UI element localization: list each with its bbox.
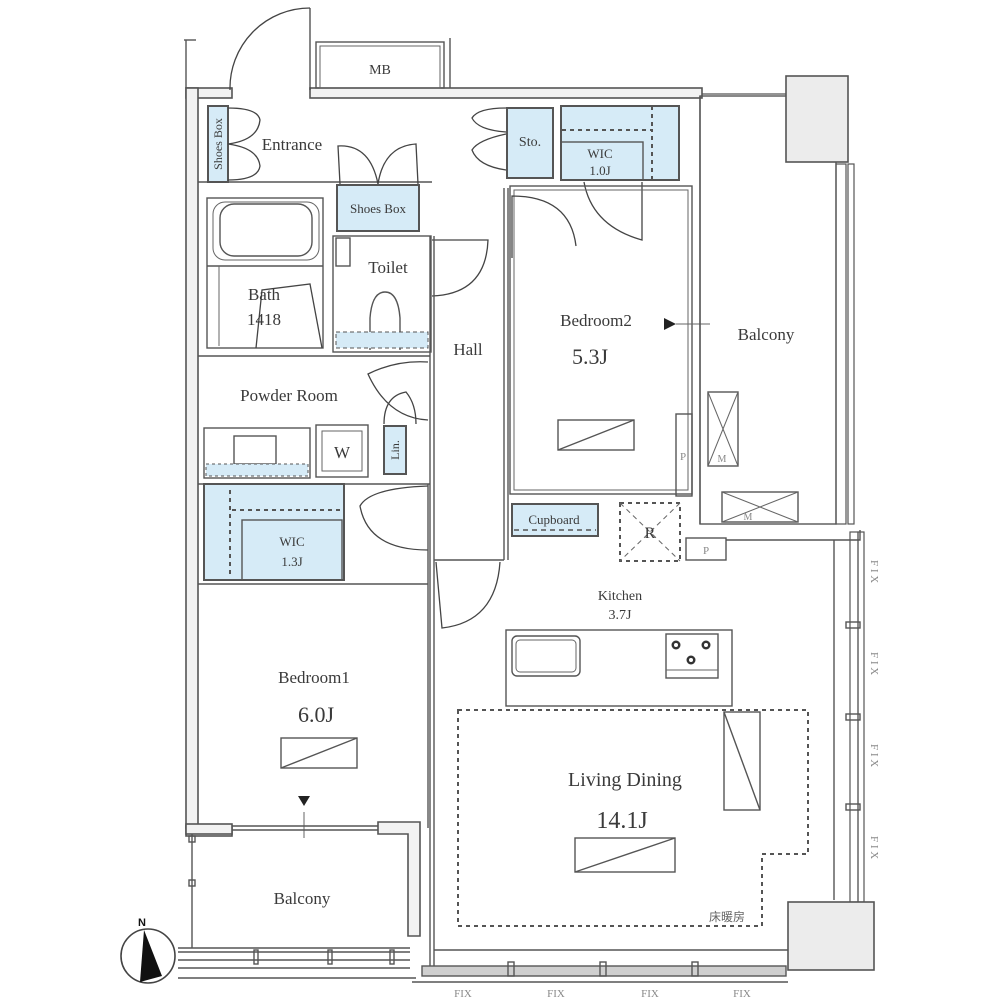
fix-label: FIX	[454, 988, 472, 1000]
fix-label: FIX	[641, 988, 659, 1000]
shoes-box-side-label: Shoes Box	[211, 118, 225, 170]
sink	[511, 635, 581, 677]
wic-small	[560, 105, 680, 181]
toilet-label: Toilet	[368, 258, 408, 277]
pipe-space-label-2: P	[703, 545, 709, 557]
entrance-label: Entrance	[262, 135, 322, 154]
fix-label: F I X	[868, 744, 880, 767]
outdoor-unit-1: M	[718, 454, 727, 465]
bath-label: Bath	[248, 285, 281, 304]
storage-area: Sto. WIC 1.0J	[471, 105, 680, 241]
wic-large-size: 1.3J	[281, 554, 302, 569]
east-fix-windows: F I X F I X F I X F I X	[868, 560, 880, 859]
kitchen-size: 3.7J	[609, 608, 633, 623]
mb-label: MB	[369, 63, 391, 78]
washer-label: W	[334, 443, 351, 462]
powder-room: Powder Room W Lin.	[198, 355, 430, 485]
bedroom2-label: Bedroom2	[560, 311, 632, 330]
living-dining-size: 14.1J	[596, 808, 647, 834]
south-balcony: Balcony	[178, 834, 416, 979]
south-fix-windows: FIX FIX FIX FIX	[454, 988, 751, 1000]
window-arrow-icon	[298, 796, 310, 806]
cupboard-label: Cupboard	[528, 512, 580, 527]
floor-heating-label: 床暖房	[709, 909, 745, 924]
bedroom1: Bedroom1 6.0J	[185, 484, 429, 937]
east-balcony: Balcony M M P	[685, 75, 861, 561]
living-dining-kitchen: Kitchen 3.7J 床暖房 Living Dining 14.1J	[412, 531, 875, 983]
wic-small-size: 1.0J	[589, 163, 610, 178]
wic-large	[203, 483, 345, 581]
bath-room: Bath 1418	[206, 197, 324, 349]
wic-large-label: WIC	[279, 534, 304, 549]
fix-label: F I X	[868, 836, 880, 859]
refrigerator-label: R	[645, 525, 656, 542]
compass-label: N	[138, 917, 146, 929]
fix-label: FIX	[547, 988, 565, 1000]
bedroom2-size: 5.3J	[572, 344, 609, 369]
refrigerator-space	[619, 502, 681, 562]
east-balcony-label: Balcony	[738, 325, 795, 344]
washer-space	[315, 424, 369, 478]
kitchen-label: Kitchen	[598, 589, 642, 604]
entry-door	[229, 7, 311, 91]
pipe-space-label-1: P	[680, 451, 686, 463]
living-dining-label: Living Dining	[568, 769, 682, 791]
powder-room-label: Powder Room	[240, 386, 338, 405]
pillar-se	[787, 901, 875, 971]
fix-label: F I X	[868, 560, 880, 583]
shoes-box-top-label: Shoes Box	[350, 201, 406, 216]
wic-large-area: WIC 1.3J	[203, 483, 429, 581]
burner-icon	[671, 640, 711, 665]
floor-heating-area	[457, 709, 809, 927]
hall-label: Hall	[453, 340, 483, 359]
linen-label: Lin.	[388, 440, 402, 460]
bedroom2: Bedroom2 5.3J P	[509, 185, 710, 497]
bedroom1-label: Bedroom1	[278, 668, 350, 687]
south-balcony-label: Balcony	[274, 889, 331, 908]
compass-icon: N	[120, 917, 176, 984]
kitchen-counter	[505, 629, 733, 707]
hall: Hall	[429, 188, 509, 629]
storage-label: Sto.	[519, 135, 541, 150]
bedroom1-size: 6.0J	[298, 702, 335, 727]
fix-label: F I X	[868, 652, 880, 675]
bath-size: 1418	[247, 310, 281, 329]
wic-small-label: WIC	[587, 146, 612, 161]
pillar-ne	[785, 75, 849, 163]
fix-label: FIX	[733, 988, 751, 1000]
stove	[665, 633, 719, 679]
linen-closet	[383, 425, 407, 475]
kitchen-storage: Cupboard R	[511, 502, 681, 562]
shoes-box-top	[336, 184, 420, 232]
storage-closet	[506, 107, 554, 179]
toilet-room: Toilet	[332, 235, 489, 353]
entrance-area: Shoes Box Entrance Shoes Box	[198, 105, 432, 232]
outdoor-unit-2: M	[744, 512, 753, 523]
window-arrow-icon	[664, 318, 676, 330]
